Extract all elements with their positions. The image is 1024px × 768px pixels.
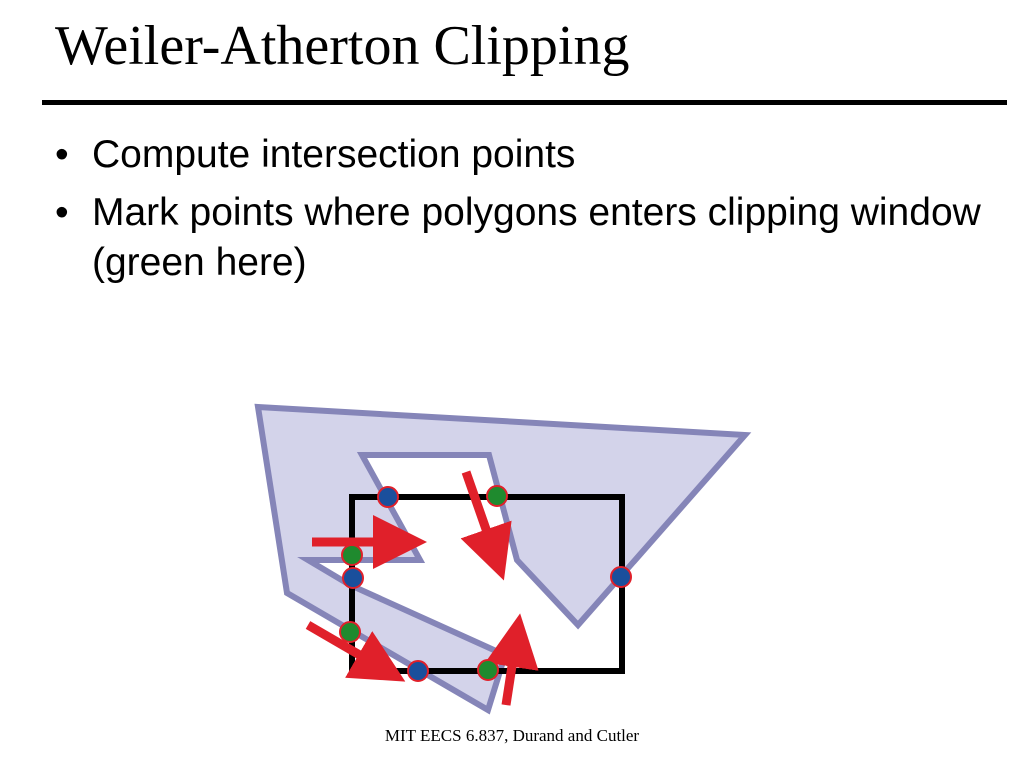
intersection-points [339, 485, 632, 682]
exiting-point-icon [610, 566, 632, 588]
bullet-icon: • [55, 191, 69, 234]
slide-footer: MIT EECS 6.837, Durand and Cutler [384, 726, 640, 745]
exiting-point-icon [342, 567, 364, 589]
title-divider [42, 100, 1007, 105]
exiting-point-icon [377, 486, 399, 508]
arrows-layer [305, 470, 539, 706]
exiting-point-icon [407, 660, 429, 682]
red-arrow-icon [460, 470, 512, 581]
bullet-list: • Compute intersection points • Mark poi… [55, 130, 985, 296]
bullet-text: Compute intersection points [92, 133, 576, 176]
bullet-text: Mark points where polygons enters clippi… [92, 191, 981, 284]
bullet-icon: • [55, 133, 69, 176]
bullet-item: • Compute intersection points [55, 130, 985, 180]
entering-point-icon [341, 544, 363, 566]
entering-point-icon [339, 621, 361, 643]
entering-point-icon [477, 659, 499, 681]
red-arrow-icon [485, 613, 539, 706]
bullet-item: • Mark points where polygons enters clip… [55, 188, 985, 288]
slide-title: Weiler-Atherton Clipping [55, 15, 630, 77]
red-arrow-icon [305, 621, 406, 682]
subject-polygon [254, 403, 752, 715]
entering-point-icon [486, 485, 508, 507]
